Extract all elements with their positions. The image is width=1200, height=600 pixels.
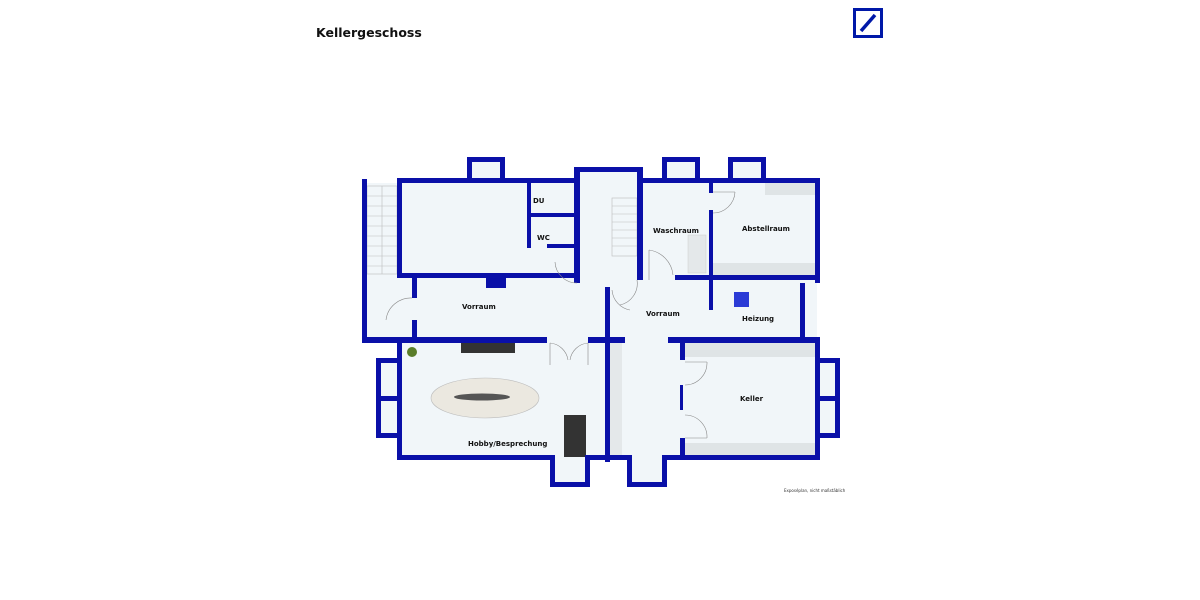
- room-label-heizung: Heizung: [742, 315, 774, 323]
- furniture: [407, 183, 815, 457]
- room-label-wc: WC: [537, 234, 550, 242]
- plant: [407, 347, 417, 357]
- deutsche-bank-logo: [853, 8, 883, 38]
- room-label-du: DU: [533, 197, 545, 205]
- doors: [385, 191, 736, 439]
- room-label-vorraum-left: Vorraum: [462, 303, 496, 311]
- walls: [362, 157, 840, 487]
- room-label-keller: Keller: [740, 395, 764, 403]
- desk: [564, 415, 586, 457]
- disclaimer-note: Exposéplan, nicht maßstäblich: [784, 488, 846, 493]
- room-label-waschraum: Waschraum: [653, 227, 699, 235]
- room-label-hobby: Hobby/Besprechung: [468, 440, 547, 448]
- page-title: Kellergeschoss: [316, 25, 422, 40]
- room-label-abstellraum: Abstellraum: [742, 225, 790, 233]
- room-label-vorraum-center: Vorraum: [646, 310, 680, 318]
- heating-boiler: [734, 292, 749, 307]
